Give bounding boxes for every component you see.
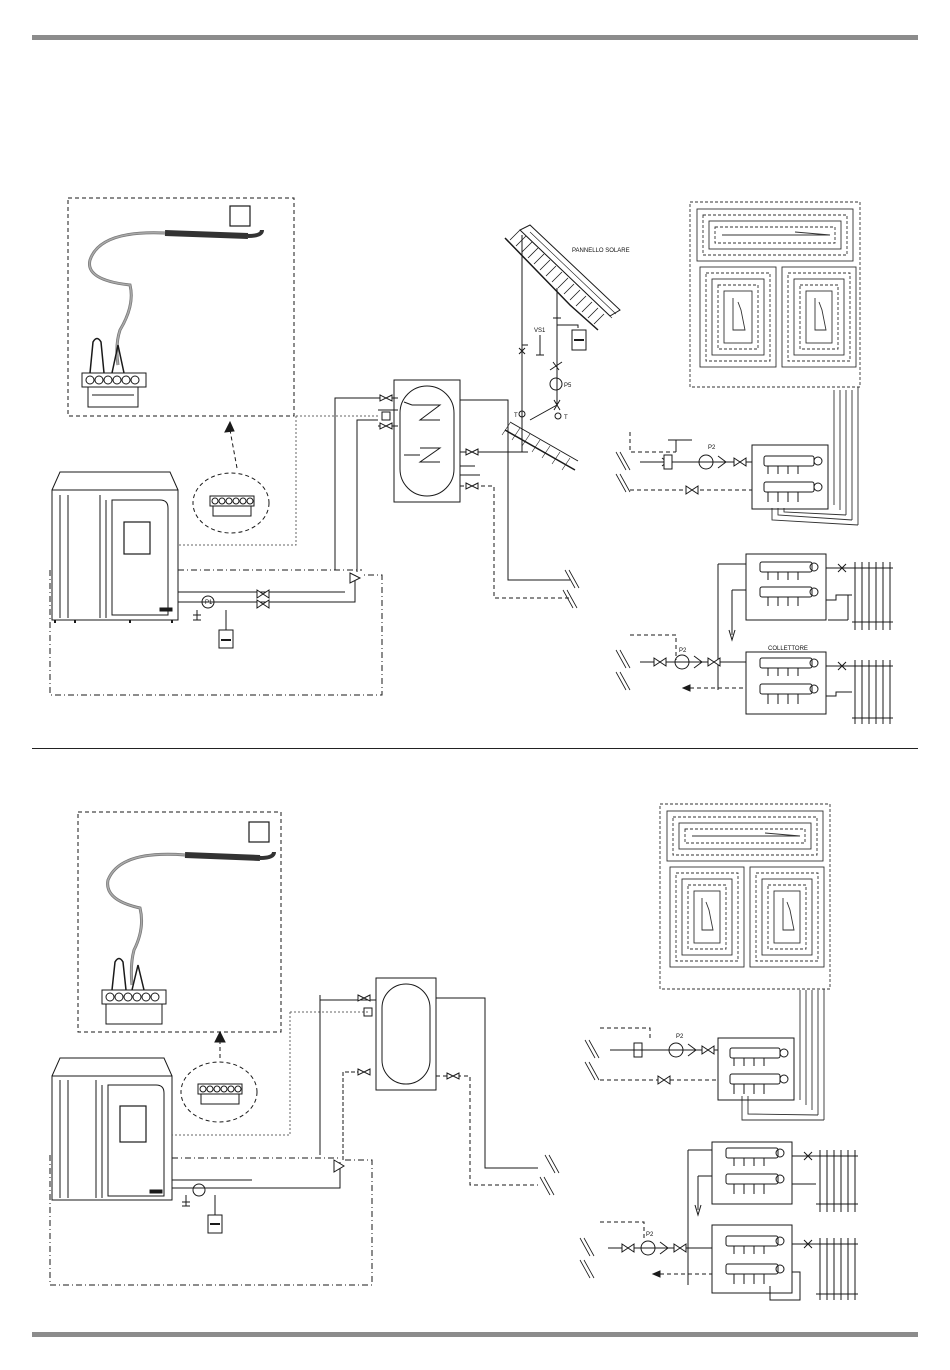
boiler-unit-2 — [52, 1058, 172, 1200]
floor-heating-coil-2 — [660, 804, 830, 1120]
top-border-bar — [32, 35, 918, 40]
radiator-manifold-upper-2 — [712, 1142, 792, 1204]
boiler-unit — [52, 472, 178, 623]
radiator-lower-2 — [770, 1238, 858, 1300]
svg-text:P2: P2 — [646, 1232, 654, 1238]
sensor-detail-box-2 — [78, 812, 281, 1032]
collector-label: COLLETTORE — [768, 646, 808, 652]
radiator-manifold-lower-2 — [712, 1225, 792, 1293]
zoom-circle — [193, 473, 269, 533]
storage-tank — [394, 380, 460, 502]
zoom-circle-2 — [181, 1062, 257, 1122]
floor-manifold-2 — [718, 1038, 794, 1100]
svg-text:P5: P5 — [564, 383, 572, 389]
svg-text:P1: P1 — [205, 600, 213, 606]
svg-text:P2: P2 — [679, 648, 687, 654]
floor-heating-coil — [690, 202, 860, 525]
svg-text:VS1: VS1 — [534, 328, 546, 334]
diagram-solar-system: P1 — [0, 190, 950, 750]
pump-p5 — [550, 378, 562, 390]
svg-text:P2: P2 — [708, 445, 716, 451]
diagram-basic-system: P2 — [0, 800, 950, 1315]
svg-text:T: T — [514, 413, 518, 419]
radiator-upper — [826, 562, 893, 630]
floor-manifold — [752, 445, 828, 509]
svg-text:P2: P2 — [676, 1034, 684, 1040]
bottom-border-bar — [32, 1332, 918, 1337]
radiator-lower — [826, 660, 893, 724]
sensor-square — [382, 412, 390, 420]
sensor-detail-box — [68, 198, 294, 416]
radiator-manifold-upper — [746, 554, 826, 620]
solar-panel-label: PANNELLO SOLARE — [572, 248, 630, 254]
pump-p1-2 — [193, 1184, 205, 1196]
svg-text:T: T — [564, 415, 568, 421]
zoom-arrow — [225, 422, 237, 468]
solar-panel — [502, 225, 620, 470]
storage-tank-2 — [376, 978, 436, 1090]
radiator-manifold-lower — [746, 652, 826, 714]
radiator-upper-2 — [792, 1150, 858, 1212]
